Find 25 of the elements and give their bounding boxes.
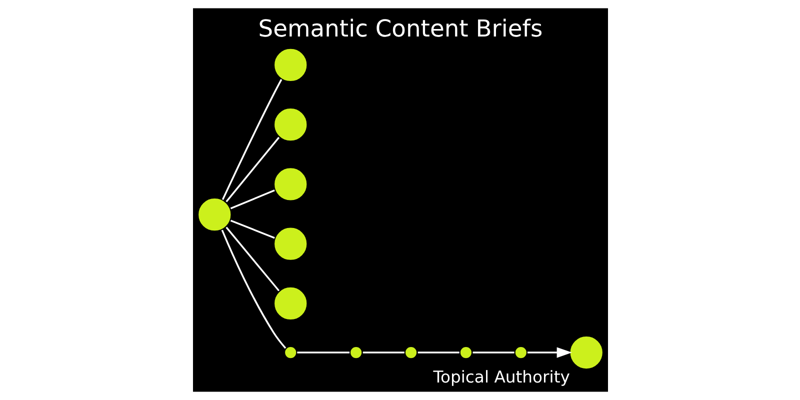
node-circle [458,345,473,360]
node-circle [272,106,308,142]
connector [225,136,280,202]
node-label: Topical Authority [432,368,570,387]
connector [296,352,350,354]
connector [230,190,274,210]
connector [220,230,286,349]
connector [472,352,514,354]
node-circle [513,345,528,360]
arrow [526,347,572,358]
diagram-title: Semantic Content Briefs [258,14,542,42]
connector [221,79,282,200]
connector [417,352,459,354]
connector [225,226,280,292]
node-circle [282,345,298,360]
node-circle [272,47,308,83]
connector [362,352,404,354]
node-circle [403,345,418,360]
node-circle [272,166,308,202]
node-circle [348,345,363,360]
connector [230,220,274,239]
node-circle [272,226,308,262]
node-circle [272,286,308,322]
node-circle [568,334,604,370]
node-circle [196,196,232,232]
